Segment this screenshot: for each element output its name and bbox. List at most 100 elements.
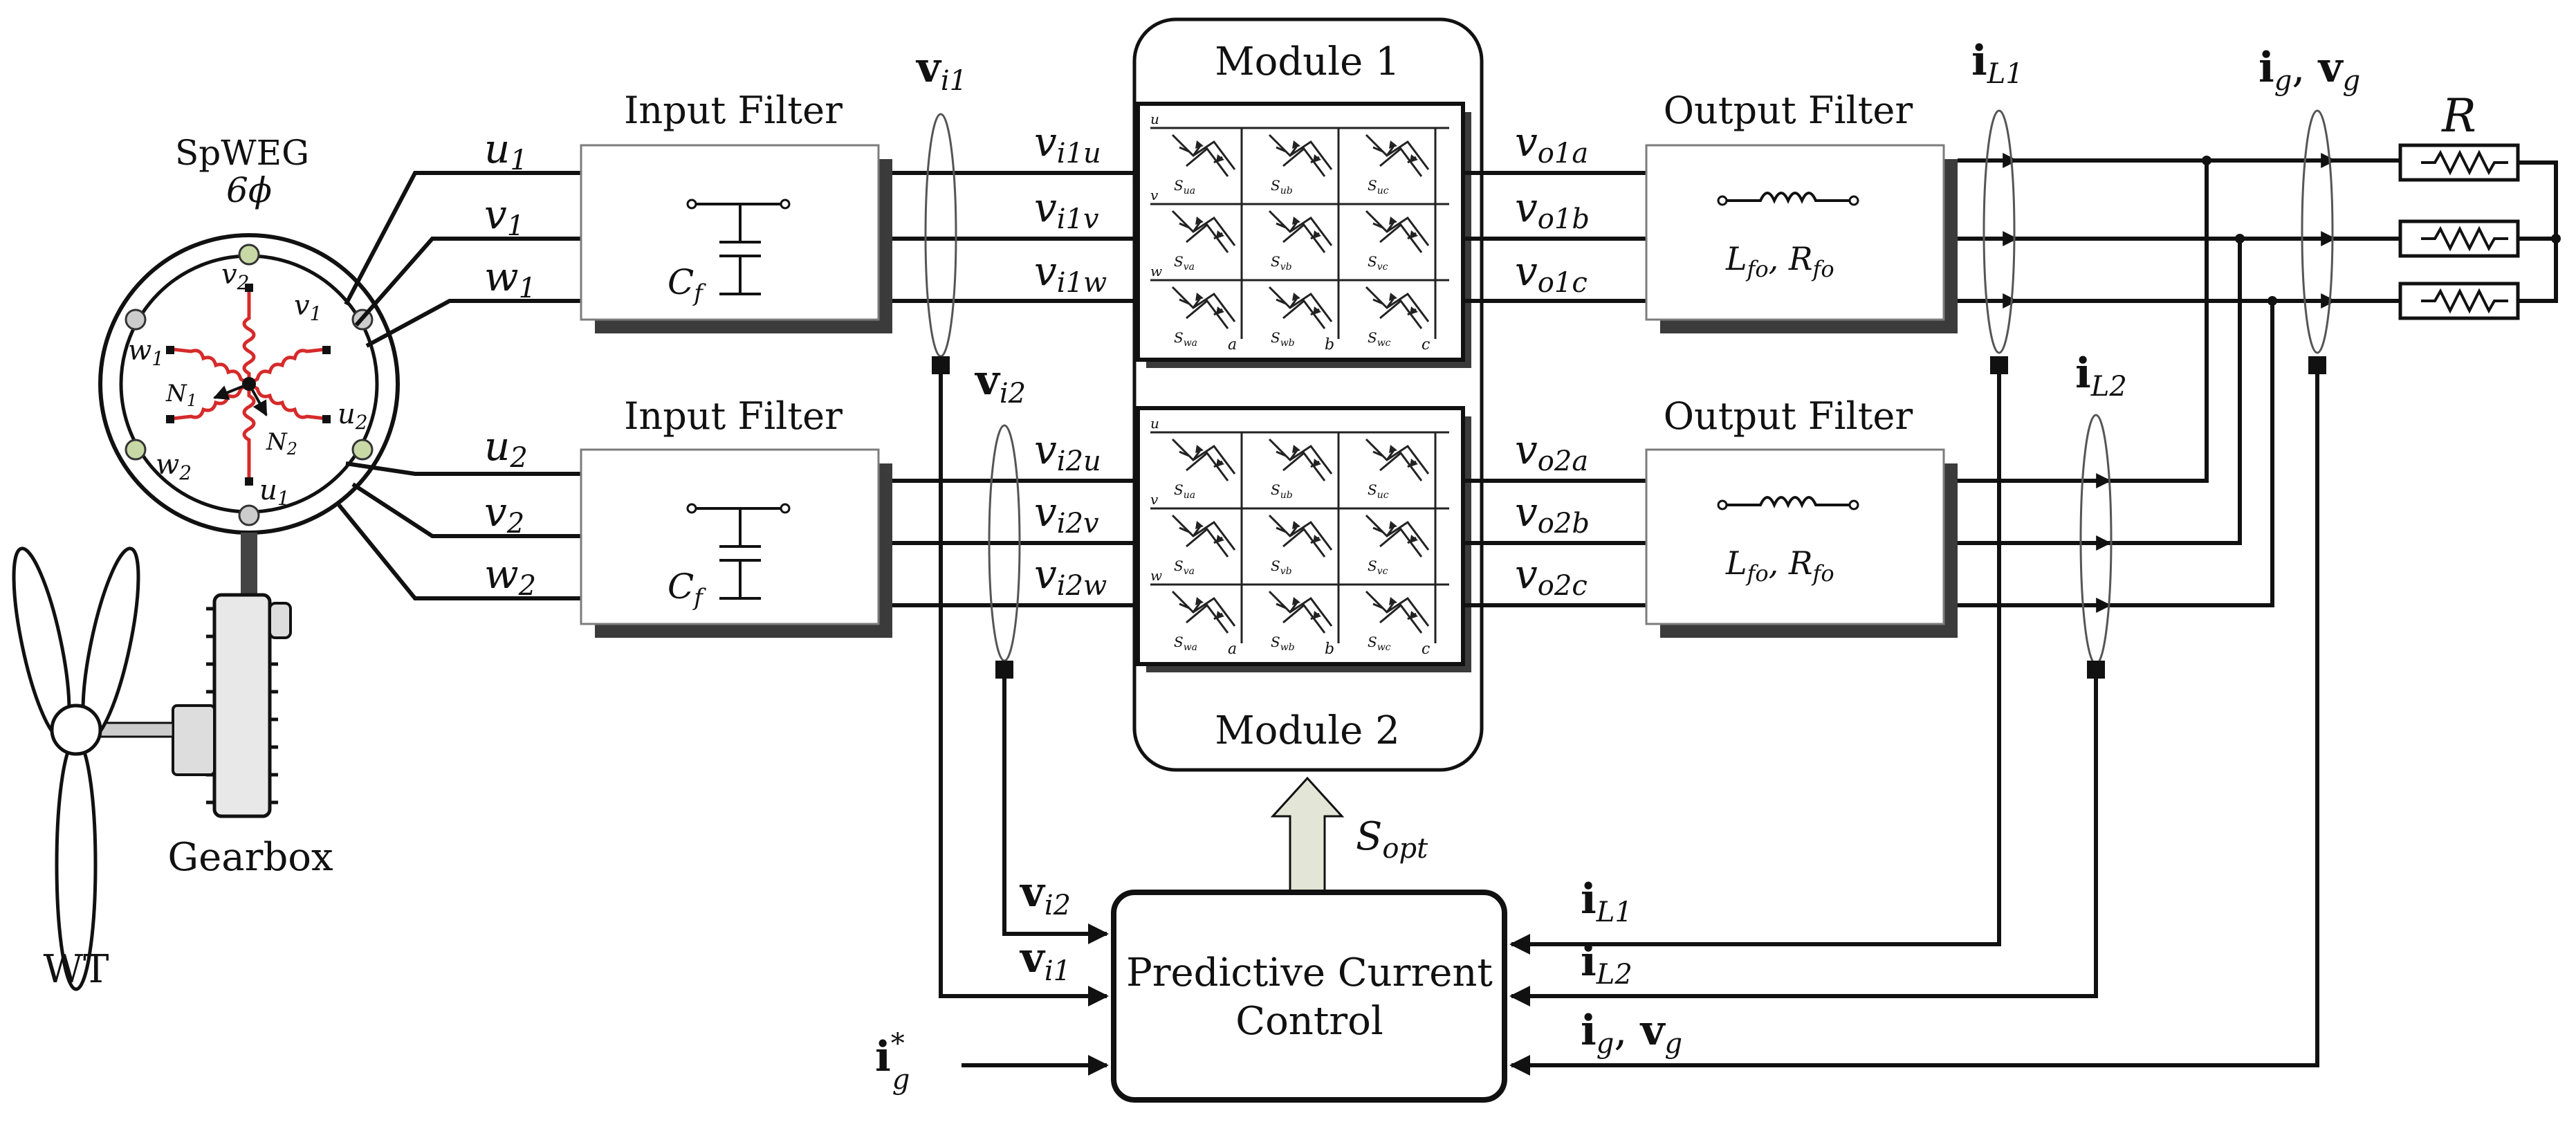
s-opt-label: Sopt: [1356, 814, 1428, 865]
module2-input-labels: vi2u vi2v vi2w: [1034, 426, 1107, 602]
bidirectional-switch: Svb: [1268, 514, 1333, 577]
winding-coils: [172, 291, 326, 477]
bidirectional-switch: Suc: [1365, 438, 1430, 501]
sensor-iL2-label: iL2: [2075, 349, 2127, 403]
input-filter-1-cap: Cf: [668, 262, 706, 307]
switch-label: Swb: [1271, 634, 1295, 653]
matrix-row-label: v: [1150, 187, 1159, 203]
bidirectional-switch: Svb: [1268, 210, 1333, 273]
set2-input-labels: u2 v2 w2: [484, 423, 536, 602]
switch-label: Sua: [1174, 481, 1195, 501]
generator: SpWEG 6ϕ v2 v1: [98, 133, 400, 535]
set1-input-labels: u1 v1 w1: [484, 125, 536, 304]
filter-module-wires: [892, 171, 1155, 607]
wind-turbine: WT: [12, 546, 140, 992]
svg-text:u2: u2: [484, 423, 528, 474]
input-filter-2: Input Filter Cf: [580, 394, 892, 638]
generator-phase: 6ϕ: [226, 170, 272, 210]
svg-text:vi2u: vi2u: [1034, 426, 1101, 477]
n1-arrow: [212, 383, 250, 400]
terminal: [351, 439, 374, 461]
svg-text:vo1c: vo1c: [1515, 248, 1588, 299]
matrix-col-label: b: [1325, 641, 1334, 658]
load-resistors: R: [2398, 89, 2561, 320]
svg-text:v2: v2: [484, 488, 524, 540]
svg-text:v1: v1: [484, 191, 524, 242]
winding-u2-label: u2: [338, 398, 368, 434]
switch-label: Swa: [1174, 329, 1197, 349]
winding-w1-label: w1: [128, 335, 164, 370]
ctrl-vi1-label: vi1: [1019, 934, 1071, 987]
sensor-vi1-label: vi1: [915, 44, 967, 97]
switch-label: Svc: [1368, 558, 1388, 577]
matrix-col-label: c: [1422, 336, 1430, 353]
svg-text:u1: u1: [484, 125, 528, 176]
bidirectional-switch: Sva: [1171, 210, 1236, 273]
output-filter-2-title: Output Filter: [1664, 394, 1913, 438]
switch-label: Sva: [1174, 253, 1195, 273]
ctrl-iL1-label: iL1: [1581, 875, 1632, 928]
bidirectional-switch: Svc: [1365, 210, 1430, 273]
n2-arrow: [248, 383, 268, 416]
controller-line1: Predictive Current: [1126, 950, 1493, 995]
winding-v2-label: v2: [221, 259, 249, 294]
winding-u1-label: u1: [259, 475, 290, 510]
svg-text:vi1u: vi1u: [1034, 118, 1101, 169]
switch-label: Swc: [1368, 634, 1391, 653]
matrix-row-label: v: [1150, 491, 1159, 508]
svg-text:w2: w2: [484, 551, 536, 602]
svg-text:vo1b: vo1b: [1515, 184, 1590, 235]
output-wiring: [1958, 153, 2400, 613]
svg-text:vi2w: vi2w: [1034, 551, 1107, 602]
bidirectional-switch: Swc: [1365, 590, 1430, 653]
bidirectional-switch: Swa: [1171, 286, 1236, 349]
sensor-vi2: vi2: [974, 356, 1026, 679]
module2-title: Module 2: [1215, 708, 1399, 753]
output-filter-2-params: Lfo, Rfo: [1725, 544, 1834, 587]
bidirectional-switch: Svc: [1365, 514, 1430, 577]
sensor-vi1: vi1: [915, 44, 967, 374]
switch-label: Sva: [1174, 558, 1195, 577]
sensor-iL1-label: iL1: [1971, 37, 2023, 90]
input-filter-1-title: Input Filter: [624, 89, 843, 132]
ctrl-iL2-label: iL2: [1581, 937, 1632, 991]
switch-label: Swb: [1271, 329, 1295, 349]
module-output-wires: [1463, 171, 1646, 607]
neutral-n1-label: N1: [165, 380, 197, 410]
svg-text:vi1w: vi1w: [1034, 248, 1107, 299]
switch-label: Svb: [1271, 253, 1292, 273]
controller: Predictive Current Control: [1111, 890, 1507, 1103]
input-filter-2-title: Input Filter: [624, 394, 843, 438]
bidirectional-switch: Sva: [1171, 514, 1236, 577]
switch-label: Swa: [1174, 634, 1197, 653]
svg-text:w1: w1: [484, 253, 536, 304]
switch-label: Sub: [1271, 481, 1293, 501]
bidirectional-switch: Swb: [1268, 286, 1333, 349]
winding-v1-label: v1: [294, 290, 322, 325]
matrix-row-label: w: [1150, 263, 1162, 279]
svg-text:vi1v: vi1v: [1034, 184, 1099, 235]
svg-text:vo2c: vo2c: [1515, 551, 1588, 602]
bidirectional-switch: Sua: [1171, 134, 1236, 196]
svg-text:vo2a: vo2a: [1515, 426, 1588, 477]
svg-text:vo2b: vo2b: [1515, 488, 1590, 540]
output-filter-1: Output Filter Lfo, Rfo: [1645, 89, 1958, 333]
terminal: [238, 504, 260, 526]
matrix-row-label: u: [1150, 111, 1159, 127]
switch-label: Suc: [1368, 481, 1389, 501]
matrix-col-label: a: [1228, 336, 1237, 353]
bidirectional-switch: Sua: [1171, 438, 1236, 501]
switch-label: Sua: [1174, 177, 1195, 196]
module1-title: Module 1: [1215, 39, 1399, 84]
switch-label: Swc: [1368, 329, 1391, 349]
output-filter-2: Output Filter Lfo, Rfo: [1645, 394, 1958, 638]
switch-label: Suc: [1368, 177, 1389, 196]
ctrl-vi2-label: vi2: [1019, 868, 1071, 921]
bidirectional-switch: Swa: [1171, 590, 1236, 653]
matrix-row-label: w: [1150, 567, 1162, 584]
bidirectional-switch: Swc: [1365, 286, 1430, 349]
switch-label: Svc: [1368, 253, 1388, 273]
turbine-label: WT: [44, 947, 109, 992]
